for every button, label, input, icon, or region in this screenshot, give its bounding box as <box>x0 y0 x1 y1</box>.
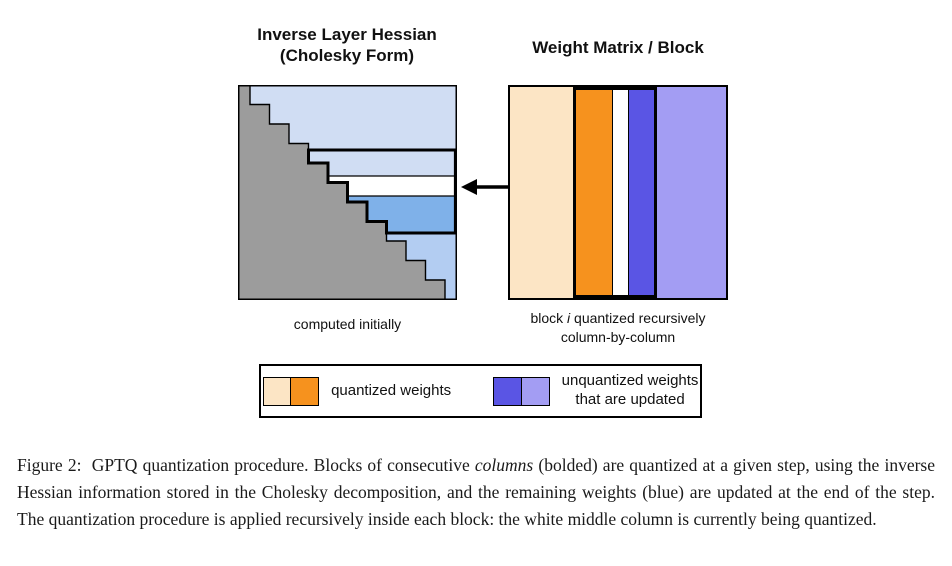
weight-caption-italic-i: i <box>567 310 571 326</box>
weight-caption-post: quantized recursively <box>570 310 706 326</box>
arrow-head-left <box>461 179 477 195</box>
hessian-caption-text: computed initially <box>293 316 402 332</box>
legend-swatch-cream <box>262 376 292 406</box>
legend-box: quantized weights unquantized weights th… <box>259 364 702 418</box>
figure-caption: Figure 2: GPTQ quantization procedure. B… <box>17 452 935 533</box>
legend-swatches-unquantized <box>493 376 550 406</box>
legend-swatch-dark-periwinkle <box>493 376 523 406</box>
weight-matrix-title: Weight Matrix / Block <box>498 37 738 58</box>
legend-label-unquantized-line1: unquantized weights <box>561 372 699 390</box>
legend-group-quantized: quantized weights <box>262 376 452 406</box>
weight-caption-line1: block i quantized recursively <box>478 309 758 328</box>
hessian-title-line1: Inverse Layer Hessian <box>257 25 437 44</box>
figure-caption-part2: (bolded) are quantized at a given step, … <box>17 455 935 530</box>
hessian-matrix-diagram <box>238 85 457 300</box>
legend-label-unquantized-line2: that are updated <box>575 391 685 408</box>
column-unquantized-dark-periwinkle <box>629 90 654 295</box>
legend-swatch-light-periwinkle <box>520 376 550 406</box>
hessian-caption: computed initially <box>238 315 457 334</box>
weight-matrix-caption: block i quantized recursively column-by-… <box>478 309 758 347</box>
hessian-panel-title: Inverse Layer Hessian (Cholesky Form) <box>222 24 472 67</box>
legend-label-unquantized: unquantized weights that are updated <box>562 372 699 410</box>
hessian-matrix-border <box>238 85 457 300</box>
hessian-title-line2: (Cholesky Form) <box>279 46 415 66</box>
column-unquantized-light-periwinkle <box>657 87 726 298</box>
legend-group-unquantized: unquantized weights that are updated <box>493 372 698 410</box>
column-quantized-orange <box>576 90 612 295</box>
legend-swatches-quantized <box>262 376 320 406</box>
legend-swatch-orange <box>290 376 320 406</box>
column-quantized-cream <box>510 87 573 298</box>
hessian-block-band-outline <box>307 148 457 235</box>
weight-caption-pre: block <box>530 310 568 326</box>
block-i-bold-outline <box>573 87 657 298</box>
weight-matrix-title-text: Weight Matrix / Block <box>532 38 704 57</box>
legend-label-quantized: quantized weights <box>331 381 452 399</box>
figure-caption-part1: Figure 2: GPTQ quantization procedure. B… <box>17 455 475 475</box>
weight-matrix-diagram <box>508 85 728 300</box>
figure-caption-italic: columns <box>474 455 534 475</box>
weight-caption-line2: column-by-column <box>560 328 676 345</box>
column-currently-quantized-white <box>612 90 629 295</box>
